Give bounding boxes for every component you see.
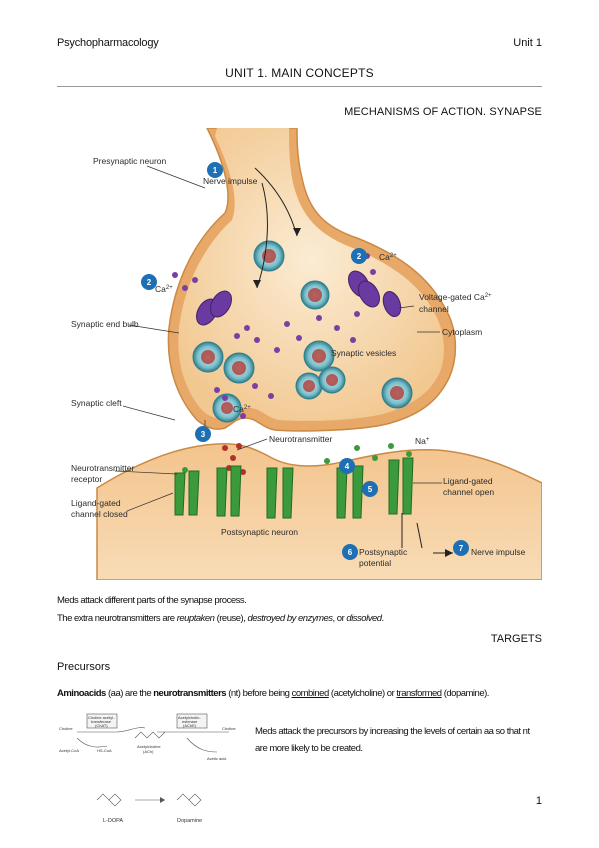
page-number: 1 bbox=[535, 795, 542, 807]
step-badge-3: 3 bbox=[195, 426, 211, 442]
svg-text:HS-CoA: HS-CoA bbox=[97, 748, 112, 753]
svg-text:Acetylcholin-: Acetylcholin- bbox=[178, 715, 201, 720]
svg-text:(ChAT): (ChAT) bbox=[95, 723, 108, 728]
paragraph-aminoacids: Aminoacids (aa) are the neurotransmitter… bbox=[57, 688, 489, 699]
svg-text:Dopamine: Dopamine bbox=[177, 818, 202, 824]
svg-text:esterase: esterase bbox=[182, 719, 198, 724]
svg-text:5: 5 bbox=[368, 485, 373, 494]
svg-text:Acetylcholine: Acetylcholine bbox=[137, 744, 161, 749]
svg-text:(ACh): (ACh) bbox=[143, 749, 154, 754]
label-ligand-open-2: channel open bbox=[443, 487, 494, 497]
label-ca-cleft: Ca2+ bbox=[233, 404, 251, 414]
voltage-gated-channels bbox=[196, 270, 402, 326]
svg-text:7: 7 bbox=[459, 544, 464, 553]
postsynaptic-membrane bbox=[96, 442, 542, 580]
label-ligand-closed-2: channel closed bbox=[71, 509, 128, 519]
arrowhead-2 bbox=[253, 280, 261, 288]
svg-text:2: 2 bbox=[147, 278, 152, 287]
label-presynaptic-neuron: Presynaptic neuron bbox=[93, 156, 167, 166]
svg-text:Choline: Choline bbox=[59, 726, 73, 731]
svg-text:1: 1 bbox=[213, 166, 218, 175]
calcium-ions bbox=[172, 253, 376, 419]
label-nerve-impulse-7: Nerve impulse bbox=[471, 547, 526, 557]
label-ca-left: Ca2+ bbox=[155, 284, 173, 294]
svg-text:3: 3 bbox=[201, 430, 206, 439]
header-subject: Psychopharmacology bbox=[57, 37, 159, 49]
label-ca-right: Ca2+ bbox=[379, 252, 397, 262]
label-receptor-1: Neurotransmitter bbox=[71, 463, 134, 473]
synapse-figure: Presynaptic neuron Nerve impulse Ca2+ Ca… bbox=[57, 128, 542, 580]
label-nerve-impulse-1: Nerve impulse bbox=[203, 176, 258, 186]
step-badge-2-right: 2 bbox=[351, 248, 367, 264]
svg-text:Choline acetyl-: Choline acetyl- bbox=[88, 715, 115, 720]
sodium-ions bbox=[182, 443, 412, 473]
step-badge-7: 7 bbox=[453, 540, 469, 556]
label-postsynaptic-neuron: Postsynaptic neuron bbox=[221, 527, 298, 537]
step-badge-2-left: 2 bbox=[141, 274, 157, 290]
svg-text:Choline: Choline bbox=[222, 726, 236, 731]
page-title: UNIT 1. MAIN CONCEPTS bbox=[225, 66, 374, 80]
label-ligand-closed-1: Ligand-gated bbox=[71, 498, 121, 508]
step-badge-5: 5 bbox=[362, 481, 378, 497]
synapse-diagram: Presynaptic neuron Nerve impulse Ca2+ Ca… bbox=[71, 128, 542, 580]
cytoplasm bbox=[178, 128, 444, 421]
label-synaptic-cleft: Synaptic cleft bbox=[71, 398, 122, 408]
step-badge-4: 4 bbox=[339, 458, 355, 474]
chemistry-diagram: Choline Choline acetyl- transferase (ChA… bbox=[59, 713, 236, 824]
ligand-gated-receptors bbox=[174, 457, 414, 519]
title-divider bbox=[57, 86, 542, 87]
label-receptor-2: receptor bbox=[71, 474, 102, 484]
svg-text:transferase: transferase bbox=[91, 719, 112, 724]
step-badge-1: 1 bbox=[207, 162, 223, 178]
header-unit: Unit 1 bbox=[513, 37, 542, 49]
section-heading: MECHANISMS OF ACTION. SYNAPSE bbox=[344, 106, 542, 118]
chemistry-figure: Choline Choline acetyl- transferase (ChA… bbox=[57, 710, 247, 834]
svg-text:(AChE): (AChE) bbox=[183, 723, 197, 728]
svg-text:Acetyl-CoA: Acetyl-CoA bbox=[59, 748, 79, 753]
svg-text:L-DOPA: L-DOPA bbox=[103, 818, 123, 824]
svg-text:4: 4 bbox=[345, 462, 350, 471]
paragraph-extra-neurotransmitters: The extra neurotransmitters are reuptake… bbox=[57, 613, 384, 624]
arrowhead-1 bbox=[293, 228, 301, 236]
label-postsynaptic-potential-1: Postsynaptic bbox=[359, 547, 408, 557]
arrowhead-7 bbox=[445, 549, 453, 557]
label-ligand-open-1: Ligand-gated bbox=[443, 476, 493, 486]
synaptic-vesicles bbox=[192, 240, 413, 423]
svg-text:2: 2 bbox=[357, 252, 362, 261]
label-cytoplasm: Cytoplasm bbox=[442, 327, 482, 337]
step-badge-6: 6 bbox=[342, 544, 358, 560]
label-synaptic-vesicles: Synaptic vesicles bbox=[331, 348, 396, 358]
paragraph-meds-attack: Meds attack different parts of the synap… bbox=[57, 595, 247, 606]
svg-text:6: 6 bbox=[348, 548, 353, 557]
label-voltage-gated-2: channel bbox=[419, 304, 449, 314]
label-postsynaptic-potential-2: potential bbox=[359, 558, 391, 568]
precursors-heading: Precursors bbox=[57, 661, 111, 673]
label-na: Na+ bbox=[415, 436, 430, 446]
label-neurotransmitter: Neurotransmitter bbox=[269, 434, 332, 444]
targets-heading: TARGETS bbox=[490, 633, 542, 645]
label-voltage-gated-1: Voltage-gated Ca2+ bbox=[419, 292, 492, 302]
paragraph-meds-precursors: Meds attack the precursors by increasing… bbox=[255, 726, 530, 754]
label-synaptic-end-bulb: Synaptic end bulb bbox=[71, 319, 139, 329]
svg-text:Acetic acid: Acetic acid bbox=[207, 756, 226, 761]
